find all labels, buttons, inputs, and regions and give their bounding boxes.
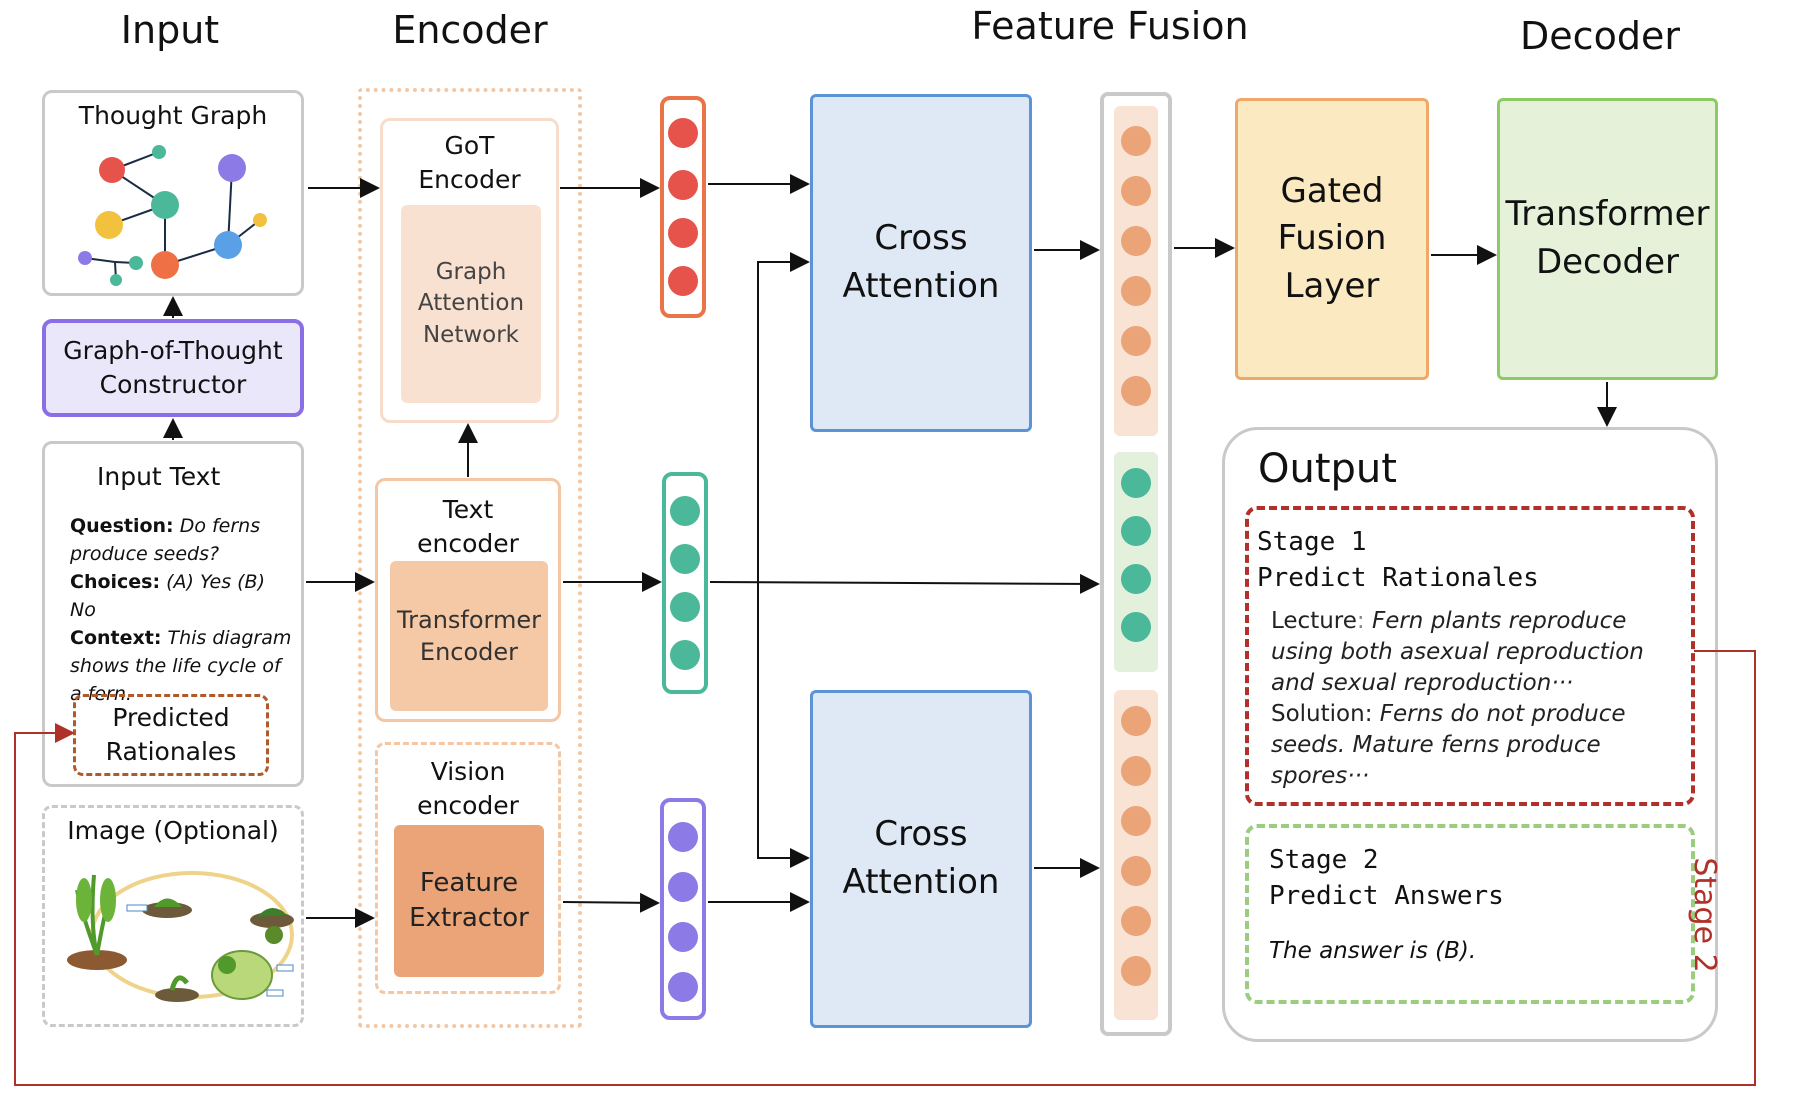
input-column-title: Input (120, 8, 220, 52)
output-panel: Output Stage 1 Predict Rationales Lectur… (1222, 427, 1718, 1042)
vision-token (668, 972, 698, 1002)
graph-node (95, 211, 123, 239)
thought-graph-illustration (78, 145, 267, 286)
got-token-column (660, 96, 706, 318)
got-encoder-label: GoT Encoder (418, 131, 521, 194)
vision-token-column (660, 798, 706, 1020)
context-label: Context: (70, 627, 162, 649)
solution-separator: : (1364, 701, 1380, 727)
got-token (668, 218, 698, 248)
fused-token (1121, 126, 1151, 156)
graph-of-thought-constructor: Graph-of-Thought Constructor (42, 319, 304, 417)
thought-graph-title: Thought Graph (78, 101, 268, 130)
graph-attention-network: Graph Attention Network (401, 205, 541, 403)
fused-token (1121, 956, 1151, 986)
fused-token (1121, 376, 1151, 406)
arrow-text-tokens-branch-top (757, 252, 810, 582)
fused-token (1121, 806, 1151, 836)
stage2-box: Stage 2 Predict Answers The answer is (B… (1245, 824, 1695, 1004)
input-text-body: Question: Do ferns produce seeds? Choice… (70, 512, 295, 708)
feature-extractor: Feature Extractor (394, 825, 544, 977)
stage1-title: Stage 1 Predict Rationales (1257, 527, 1539, 593)
predicted-rationales-box: Predicted Rationales (73, 694, 269, 776)
text-encoder-label: Text encoder (417, 495, 519, 558)
text-encoder-box: Text encoder Transformer Encoder (375, 478, 561, 722)
stage1-box: Stage 1 Predict Rationales Lecture: Fern… (1245, 506, 1695, 806)
got-token (668, 266, 698, 296)
fused-token (1121, 564, 1151, 594)
text-token (670, 544, 700, 574)
gated-fusion-layer: Gated Fusion Layer (1235, 98, 1429, 380)
fused-token (1121, 176, 1151, 206)
graph-node (151, 191, 179, 219)
arrow-text-tokens-to-fusion (709, 573, 1100, 594)
input-text-title: Input Text (97, 462, 221, 491)
lecture-label: Lecture (1271, 608, 1357, 634)
vision-token (668, 872, 698, 902)
got-token (668, 118, 698, 148)
fused-feature-column (1100, 92, 1172, 1036)
thought-graph-box: Thought Graph (42, 90, 304, 296)
fused-token (1121, 612, 1151, 642)
cross-attention-bottom: Cross Attention (810, 690, 1032, 1028)
got-token (668, 170, 698, 200)
stage2-answer: The answer is (B). (1269, 938, 1477, 964)
fern-lifecycle-illustration (67, 871, 294, 1002)
lecture-separator: : (1356, 608, 1372, 634)
transformer-encoder: Transformer Encoder (390, 561, 548, 711)
stage2-title: Stage 2 Predict Answers (1269, 845, 1504, 911)
cross-attention-top: Cross Attention (810, 94, 1032, 432)
text-token (670, 496, 700, 526)
question-label: Question: (70, 515, 174, 537)
fused-token (1121, 706, 1151, 736)
fused-token (1121, 906, 1151, 936)
stage2-side-label: Stage 2 (1687, 857, 1722, 973)
vision-token (668, 922, 698, 952)
got-encoder-box: GoT Encoder Graph Attention Network (380, 118, 559, 423)
graph-node (218, 154, 246, 182)
fused-token (1121, 516, 1151, 546)
output-title: Output (1258, 446, 1397, 492)
text-token (670, 640, 700, 670)
transformer-decoder: Transformer Decoder (1497, 98, 1718, 380)
fused-token (1121, 468, 1151, 498)
fused-token (1121, 856, 1151, 886)
image-optional-box: Image (Optional) (42, 805, 304, 1027)
vision-encoder-box: Vision encoder Feature Extractor (375, 742, 561, 994)
graph-node (99, 157, 125, 183)
text-token-column (662, 472, 708, 694)
fused-token (1121, 276, 1151, 306)
input-text-box: Input Text Question: Do ferns produce se… (42, 441, 304, 787)
question-value: Do ferns produce seeds? (70, 515, 261, 565)
vision-encoder-label: Vision encoder (417, 757, 519, 820)
graph-node (151, 251, 179, 279)
arrow-text-tokens-branch-bottom (757, 582, 810, 868)
decoder-column-title: Decoder (1520, 14, 1680, 58)
fused-token (1121, 756, 1151, 786)
stage1-content: Lecture: Fern plants reproduce using bot… (1271, 606, 1681, 792)
graph-node (78, 251, 92, 265)
solution-label: Solution (1271, 701, 1365, 727)
text-token (670, 592, 700, 622)
graph-node (129, 256, 143, 270)
vision-token (668, 822, 698, 852)
graph-node (110, 274, 122, 286)
graph-node (152, 145, 166, 159)
fused-token (1121, 326, 1151, 356)
graph-node (214, 231, 242, 259)
encoder-column-title: Encoder (392, 8, 548, 52)
fused-token (1121, 226, 1151, 256)
feature-fusion-column-title: Feature Fusion (971, 4, 1249, 48)
graph-node (253, 213, 267, 227)
choices-value: (A) Yes (B) No (70, 571, 266, 621)
choices-label: Choices: (70, 571, 161, 593)
